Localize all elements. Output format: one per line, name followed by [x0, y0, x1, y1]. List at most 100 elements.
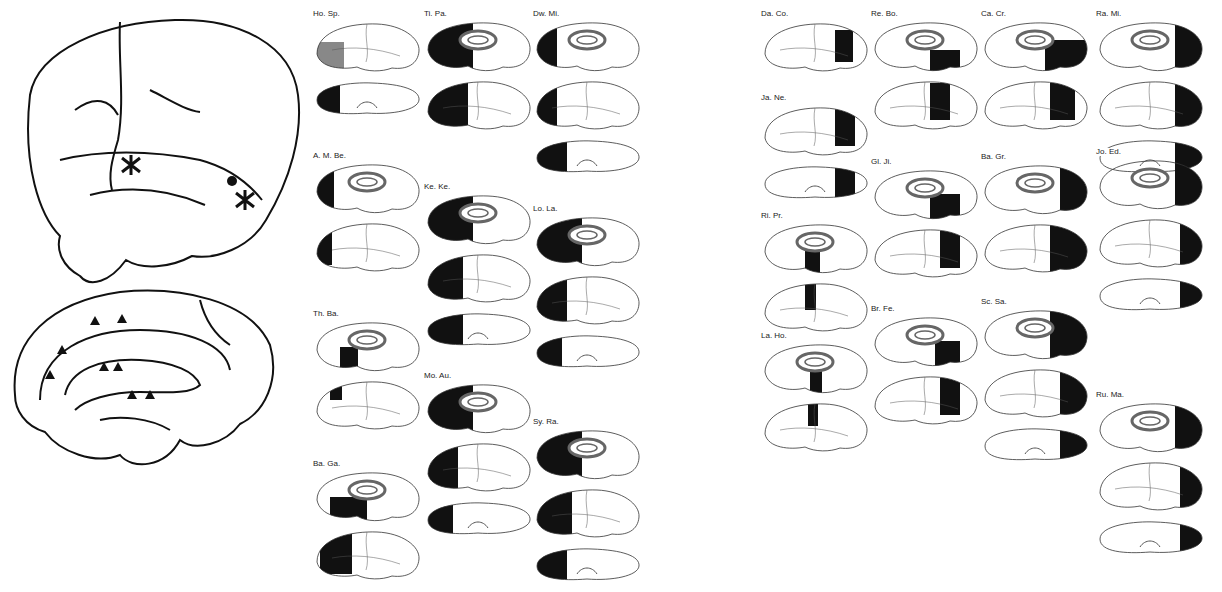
brain-outline — [765, 24, 867, 71]
ventricle — [357, 336, 377, 344]
lesion-area — [312, 78, 340, 138]
brainstem-mark — [1140, 541, 1160, 547]
ventricle — [915, 184, 935, 192]
brain-outline — [537, 490, 639, 537]
brain-view — [875, 318, 977, 375]
patient-label: Ru. Ma. — [1095, 391, 1125, 399]
brain-view — [532, 486, 639, 546]
lateral-brain — [28, 20, 299, 282]
brain-view — [875, 377, 977, 424]
brain-outline — [428, 255, 530, 302]
corpus-callosum — [460, 31, 496, 49]
brain-outline — [428, 196, 530, 244]
brain-outline — [537, 23, 639, 71]
brain-view — [423, 440, 530, 500]
ventricle — [1140, 417, 1160, 425]
corpus-callosum — [797, 353, 833, 371]
ventricle — [1025, 36, 1045, 44]
lesion-area — [1050, 221, 1090, 281]
lesion-area — [930, 83, 950, 120]
patient-label: Ja. Ne. — [760, 94, 787, 102]
brain-view — [532, 136, 639, 196]
ventricle — [577, 444, 597, 452]
brain-view — [532, 78, 639, 138]
brain-view — [423, 78, 530, 138]
brainstem-mark — [1025, 448, 1045, 454]
brain-view — [985, 221, 1090, 281]
sulcus-line — [1115, 463, 1183, 501]
brain-outline — [985, 311, 1087, 359]
lesion-area — [1050, 308, 1090, 368]
brain-outline — [985, 370, 1087, 417]
brainstem-mark — [577, 568, 597, 574]
corpus-callosum — [1132, 31, 1168, 49]
sulcus-line — [332, 24, 400, 62]
lesion-area — [532, 136, 567, 196]
patient-label: Ti. Pa. — [423, 10, 448, 18]
lesion-area — [1060, 424, 1090, 484]
corpus-callosum — [907, 326, 943, 344]
brain-view — [985, 163, 1090, 223]
ventricle — [357, 486, 377, 494]
sulcus-line — [552, 82, 620, 120]
patient-label: Re. Bo. — [870, 10, 899, 18]
lesion-area — [805, 248, 820, 282]
brain-view — [985, 23, 1090, 80]
brain-outline — [1100, 463, 1202, 510]
lesion-area — [423, 193, 473, 253]
brain-outline — [537, 218, 639, 266]
brain-view — [1100, 274, 1205, 334]
brain-outline — [317, 323, 419, 371]
brain-outline — [985, 82, 1087, 129]
brain-view — [985, 82, 1087, 129]
brain-view — [532, 273, 639, 333]
brain-view — [985, 424, 1090, 484]
brain-view — [765, 108, 867, 155]
brain-outline — [1100, 220, 1202, 267]
brain-outline — [985, 166, 1087, 214]
brain-outline — [317, 382, 419, 429]
brain-outline — [317, 224, 419, 271]
corpus-callosum — [1017, 174, 1053, 192]
sulcus-line — [443, 444, 511, 482]
corpus-callosum — [797, 233, 833, 251]
brain-view — [765, 400, 867, 451]
corpus-callosum — [569, 226, 605, 244]
brain-view — [765, 345, 867, 402]
patient-label: Th. Ba. — [312, 310, 340, 318]
corpus-callosum — [569, 439, 605, 457]
brain-view — [1100, 78, 1205, 138]
brain-view — [423, 498, 530, 558]
brain-outline — [428, 314, 530, 345]
brain-view — [875, 171, 977, 228]
ventricle — [357, 178, 377, 186]
lesion-area — [340, 347, 358, 380]
brain-outline — [1100, 161, 1202, 209]
ventricle — [1140, 36, 1160, 44]
patient-label: Dw. Mi. — [532, 10, 560, 18]
sulcus-line — [443, 255, 511, 293]
brain-view — [1100, 216, 1205, 276]
brain-view — [1100, 158, 1205, 218]
ventricle — [1140, 174, 1160, 182]
sulcus-line — [780, 108, 848, 146]
lesion-area — [312, 232, 332, 265]
brain-outline — [428, 503, 530, 534]
brainstem-mark — [468, 522, 488, 528]
ventricle — [468, 36, 488, 44]
lesion-area — [532, 428, 582, 488]
brain-view — [423, 382, 530, 442]
brain-outline — [1100, 279, 1202, 310]
patient-label: Ca. Cr. — [980, 10, 1007, 18]
brain-view — [985, 366, 1090, 426]
sulcus-line — [890, 377, 958, 415]
brain-view — [875, 23, 977, 80]
brainstem-mark — [805, 186, 825, 192]
brain-outline — [317, 532, 419, 579]
brain-view — [532, 215, 639, 275]
sulcus-line — [780, 284, 848, 322]
corpus-callosum — [1132, 169, 1168, 187]
brain-outline — [317, 165, 419, 213]
patient-label: Gl. Ji. — [870, 158, 892, 166]
